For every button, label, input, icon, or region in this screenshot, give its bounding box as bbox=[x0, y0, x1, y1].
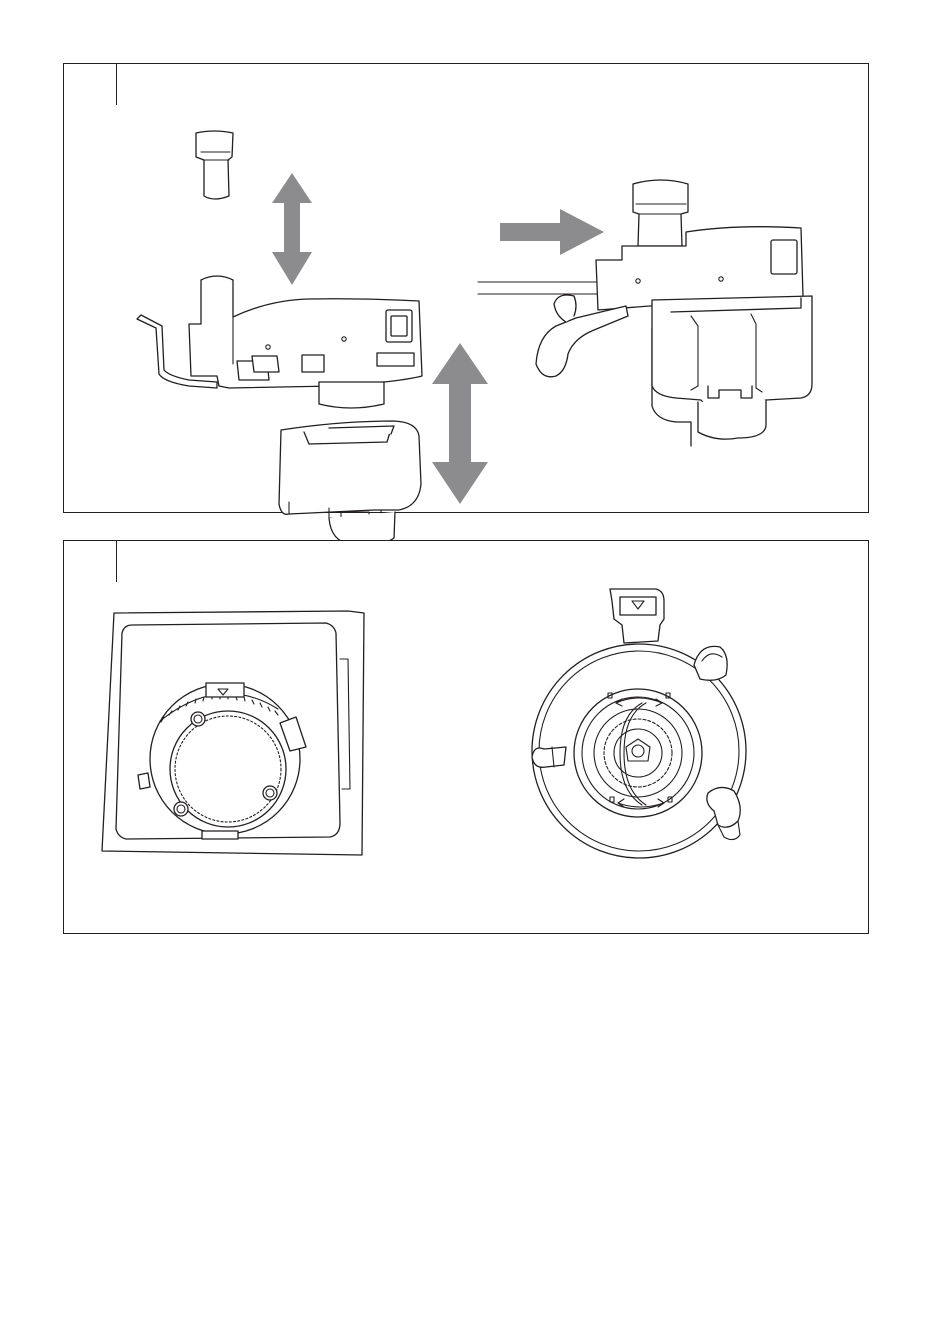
peg-top-right bbox=[694, 646, 727, 680]
instruction-panel-1 bbox=[63, 63, 869, 513]
step-number-marker bbox=[116, 63, 117, 105]
top-knob-part bbox=[196, 131, 233, 199]
grind-dial-top-view-figure bbox=[100, 609, 368, 861]
peg-left bbox=[532, 747, 566, 767]
burr-parts-assembled-figure bbox=[476, 176, 821, 438]
burr-parts-exploded-figure bbox=[129, 124, 434, 504]
burr-carrier-part bbox=[137, 276, 422, 408]
burr-holder-bottom-view-figure bbox=[524, 585, 760, 861]
lower-burr-housing-part bbox=[279, 421, 421, 544]
vertical-double-arrow-upper bbox=[272, 173, 312, 285]
instruction-panel-2 bbox=[63, 540, 869, 934]
step-number-marker bbox=[116, 540, 117, 582]
